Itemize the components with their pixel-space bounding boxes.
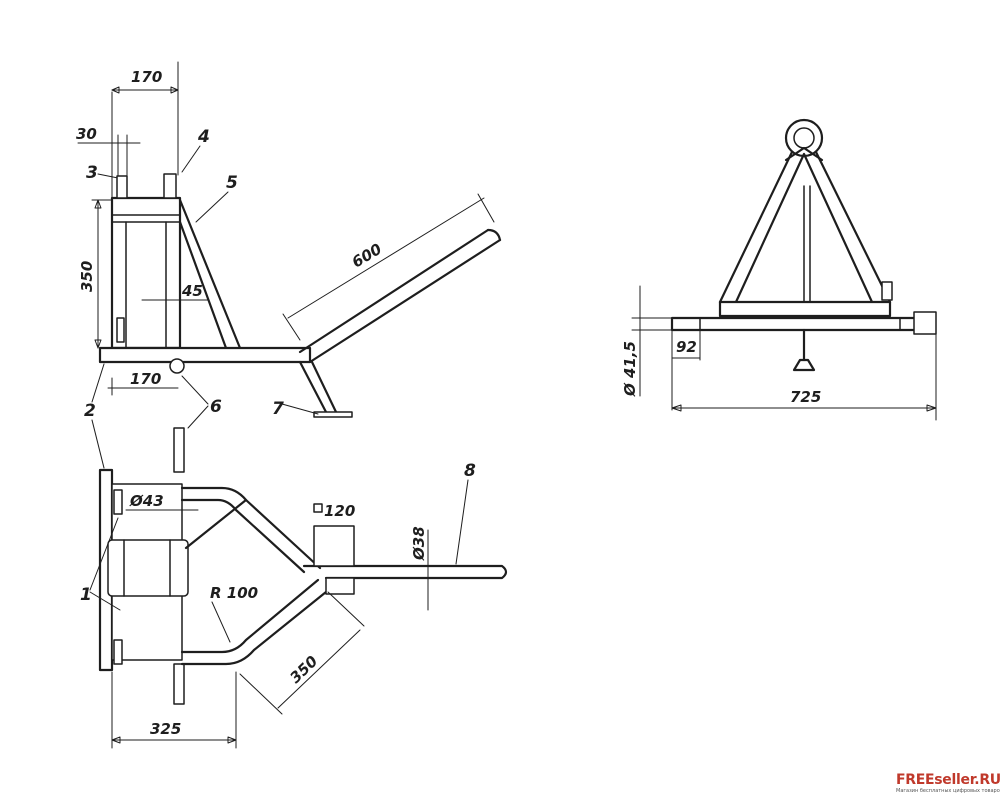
ext-line <box>282 313 301 341</box>
foot-pad <box>313 411 353 418</box>
base-tube <box>670 316 930 332</box>
a-frame-apex <box>784 146 824 162</box>
dim-line-350 <box>277 629 361 709</box>
ext-line <box>477 193 495 223</box>
support-leg <box>298 360 338 414</box>
leader-r100 <box>211 601 231 643</box>
leader-1b <box>89 591 121 611</box>
leader-8 <box>455 479 469 565</box>
watermark-tagline: Магазин бесплатных цифровых товаров <box>896 788 1000 794</box>
clamp-block <box>313 525 355 567</box>
callout-5: 5 <box>226 173 238 193</box>
arrowheads <box>111 736 237 744</box>
lower-arm <box>180 578 328 666</box>
callout-3: 3 <box>86 163 98 183</box>
ext-line <box>327 591 365 627</box>
inclined-handle <box>298 228 502 364</box>
pin-6-side <box>169 358 185 374</box>
pin-bottom <box>173 663 185 705</box>
side-tab <box>881 281 893 301</box>
front-view: Ø 41,5 92 725 <box>621 118 937 421</box>
dim-725: 725 <box>790 388 821 406</box>
crossbar <box>718 300 892 318</box>
dim-170-bottom: 170 <box>130 370 161 388</box>
a-frame-legs <box>718 150 892 304</box>
ext-line <box>239 673 283 715</box>
diagonal-brace <box>178 198 242 350</box>
dim-d41-5: Ø 41,5 <box>621 341 639 397</box>
pin-top <box>173 427 185 473</box>
top-ring-inner <box>793 127 815 149</box>
dim-d43: Ø43 <box>129 492 164 510</box>
dim-d38: Ø38 <box>410 526 428 561</box>
leader-1a <box>89 517 119 591</box>
central-hub <box>107 539 189 597</box>
leader-7 <box>281 403 319 415</box>
foot-pad <box>792 358 816 372</box>
callout-7: 7 <box>272 399 284 419</box>
leader-3 <box>97 173 119 179</box>
arrowheads <box>94 199 102 349</box>
inner-brace <box>184 498 248 550</box>
callout-1: 1 <box>80 585 92 605</box>
handle-end <box>486 228 502 242</box>
arrowheads <box>671 404 937 412</box>
leader-6b <box>187 405 209 429</box>
callout-2: 2 <box>84 401 96 421</box>
clamp-square <box>313 503 323 513</box>
leader-2a <box>91 363 105 403</box>
dim-600: 600 <box>349 240 385 272</box>
plate-slot <box>113 489 123 515</box>
callout-4: 4 <box>197 127 210 147</box>
top-pin-right <box>163 173 177 199</box>
side-view: 170 30 3 4 5 45 350 <box>76 61 502 469</box>
frame-slot <box>116 317 125 343</box>
callout-6: 6 <box>210 397 222 417</box>
plan-view: 120 Ø38 Ø43 1 8 R 100 350 325 <box>80 427 508 749</box>
leader-5 <box>195 191 229 223</box>
dim-325: 325 <box>150 720 181 738</box>
dim-170-top: 170 <box>131 68 162 86</box>
end-cap <box>913 311 937 335</box>
dim-350-arm: 350 <box>286 652 321 687</box>
top-pin-left <box>116 175 128 199</box>
angle-45: 45 <box>181 282 203 300</box>
clamp-lower <box>325 577 355 595</box>
leader-6a <box>181 375 209 405</box>
watermark: FREEseller.RU Магазин бесплатных цифровы… <box>896 772 1000 794</box>
leader-4 <box>181 145 201 173</box>
dim-line-600 <box>287 197 485 319</box>
base-rail <box>98 346 312 364</box>
dim-350-height: 350 <box>78 261 96 292</box>
arrowheads <box>111 86 179 94</box>
watermark-brand: FREEseller.RU <box>896 772 1000 788</box>
callout-8: 8 <box>464 461 476 481</box>
dim-r100: R 100 <box>210 584 258 602</box>
dim-30: 30 <box>76 125 97 143</box>
dim-120: 120 <box>324 502 355 520</box>
plate-slot <box>113 639 123 665</box>
upper-arm <box>180 486 322 574</box>
center-bar <box>302 564 508 580</box>
leader-2b <box>91 419 105 469</box>
dim-92: 92 <box>676 338 697 356</box>
